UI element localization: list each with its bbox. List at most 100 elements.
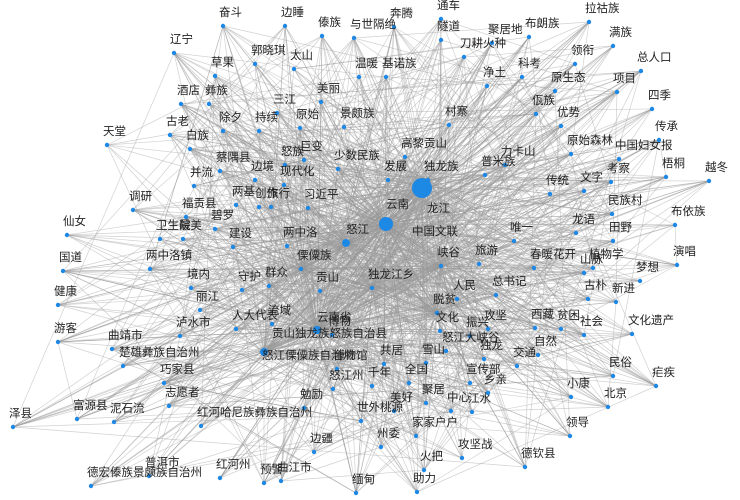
graph-edge [321,35,423,189]
graph-edge [393,26,589,300]
graph-node-傣族 [319,33,325,39]
graph-edge [222,130,373,289]
graph-edge [385,125,562,225]
graph-edge [355,265,442,494]
graph-edge [222,25,302,270]
graph-edge [12,213,613,428]
graph-node-小康 [568,394,574,400]
graph-edge [300,179,429,270]
graph-node-label: 刀耕火种 [460,36,506,50]
graph-edge [371,287,425,471]
graph-edge [235,328,318,331]
graph-node-label: 预警 [260,462,283,476]
graph-edge [241,289,526,468]
graph-edge [271,287,373,325]
graph-node-label: 文化遗产 [628,313,674,327]
graph-edge [179,170,221,337]
graph-edge [425,264,678,404]
graph-edge [179,63,576,337]
graph-node-独龙 [481,356,487,362]
graph-node-振兴 [467,333,473,339]
graph-edge [254,63,577,234]
graph-edge [450,36,530,412]
graph-edge [57,242,347,343]
graph-edge [293,68,515,242]
graph-edge [440,174,486,267]
graph-edge [300,268,395,412]
graph-edge [427,179,710,182]
graph-edge [554,90,571,437]
graph-edge [263,382,471,484]
graph-edge [436,39,442,314]
graph-edge [66,234,302,270]
graph-node-label: 民族村 [608,193,643,207]
graph-edge [268,223,387,287]
graph-edge [345,223,387,244]
graph-edge [385,76,676,226]
graph-edge [169,134,373,289]
graph-edge [385,223,489,330]
graph-edge [300,108,653,270]
graph-edge [179,56,465,337]
graph-edge [199,18,442,311]
graph-edge [111,301,617,350]
graph-edge [436,180,710,314]
graph-edge [316,264,678,331]
graph-edge [199,309,373,387]
graph-node-label: 泥石流 [110,401,145,415]
graph-edge [149,238,184,270]
graph-edge [300,268,357,494]
graph-edge [159,238,243,291]
graph-edge [513,108,653,242]
graph-edge [284,164,429,181]
graph-node-label: 山脉 [580,252,603,266]
graph-edge [316,329,357,494]
graph-edge [300,242,347,270]
graph-edge [583,181,612,336]
graph-edge [12,312,438,428]
graph-node-家家户户 [413,433,419,439]
graph-edge [319,39,442,292]
graph-edge [343,126,423,189]
graph-edge [421,113,537,189]
graph-edge [263,125,562,353]
graph-edge [425,139,660,404]
graph-node-富源县 [74,416,80,422]
graph-edge [316,329,334,390]
graph-edge [199,267,594,311]
graph-edge [316,193,551,331]
graph-node-文化 [437,328,443,334]
graph-edge [132,209,387,225]
graph-edge [179,265,442,337]
graph-edge [408,265,442,384]
graph-edge [345,242,539,356]
graph-edge [316,21,590,331]
graph-edge [232,246,237,330]
graph-edge [316,242,347,331]
graph-edge [62,270,641,282]
graph-edge [263,268,302,353]
graph-edge [385,190,585,225]
graph-edge [440,265,657,387]
graph-edge [214,228,438,314]
graph-edge [235,204,678,266]
graph-edge [258,206,362,422]
graph-edge [159,37,355,240]
graph-edge [283,184,347,244]
graph-edge [241,37,355,291]
graph-node-label: 怒族 [281,144,304,158]
graph-edge [385,223,657,387]
graph-edge [469,108,653,384]
graph-edge [232,223,387,248]
graph-node-自然 [535,352,541,358]
graph-edge [222,25,387,225]
graph-edge [62,270,438,314]
graph-edge [284,25,387,225]
graph-edge [263,139,660,353]
graph-edge [283,184,387,225]
graph-edge [371,42,493,289]
graph-edge [383,223,387,365]
graph-edge [235,187,423,330]
graph-edge [416,335,471,493]
graph-edge [219,265,442,479]
